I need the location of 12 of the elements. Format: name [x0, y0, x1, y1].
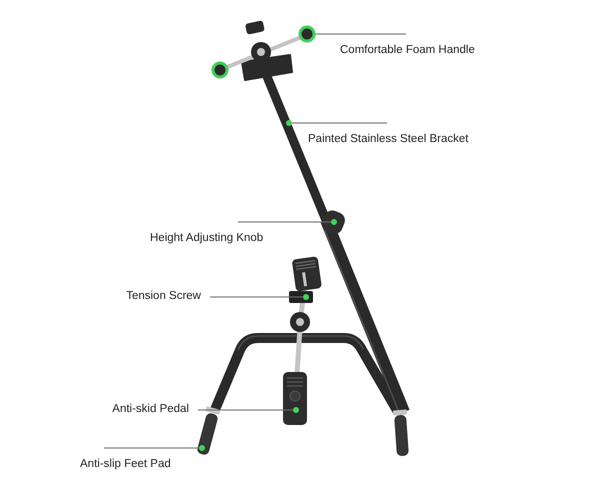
callout-label: Height Adjusting Knob — [150, 222, 264, 245]
marker-dot — [199, 445, 205, 451]
callout-label: Comfortable Foam Handle — [340, 34, 475, 57]
foam-grip — [298, 26, 316, 42]
leader-line — [292, 122, 388, 124]
callout-label: Tension Screw — [126, 289, 210, 303]
callout-label: Painted Stainless Steel Bracket — [308, 123, 468, 146]
marker-dot — [331, 219, 337, 225]
callout-label: Anti-slip Feet Pad — [80, 448, 171, 471]
marker-dot — [303, 294, 309, 300]
callout-label: Anti-skid Pedal — [112, 402, 198, 416]
marker-dot — [293, 407, 299, 413]
